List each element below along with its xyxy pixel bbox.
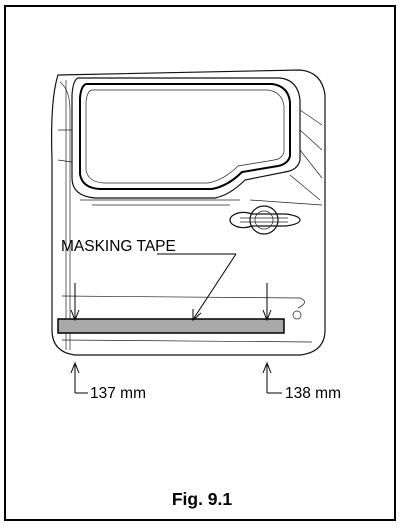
window-detail-lines <box>249 109 323 206</box>
hinge-point <box>292 310 302 320</box>
masking-tape-strip <box>57 318 285 334</box>
door-edge-line-2 <box>59 81 71 350</box>
window-detail-lines-2 <box>57 129 240 206</box>
body-crease-line <box>61 295 305 309</box>
masking-tape-leader <box>157 253 237 322</box>
window-glass <box>79 83 291 190</box>
right-tape-arrow <box>262 283 272 322</box>
window-frame-outer <box>71 77 301 199</box>
right-dimension-label: 138 mm <box>285 385 341 402</box>
window-seal <box>85 89 285 184</box>
right-dimension-marker <box>262 361 282 394</box>
masking-tape-label: MASKING TAPE <box>61 238 176 255</box>
door-outline <box>51 69 326 356</box>
left-dimension-marker <box>70 361 88 394</box>
left-dimension-label: 137 mm <box>90 385 146 402</box>
lower-edge-line <box>61 339 313 343</box>
left-tape-arrow <box>70 283 80 322</box>
figure-caption: Fig. 9.1 <box>172 489 233 509</box>
door-handle <box>229 205 301 235</box>
figure-frame <box>4 5 396 521</box>
